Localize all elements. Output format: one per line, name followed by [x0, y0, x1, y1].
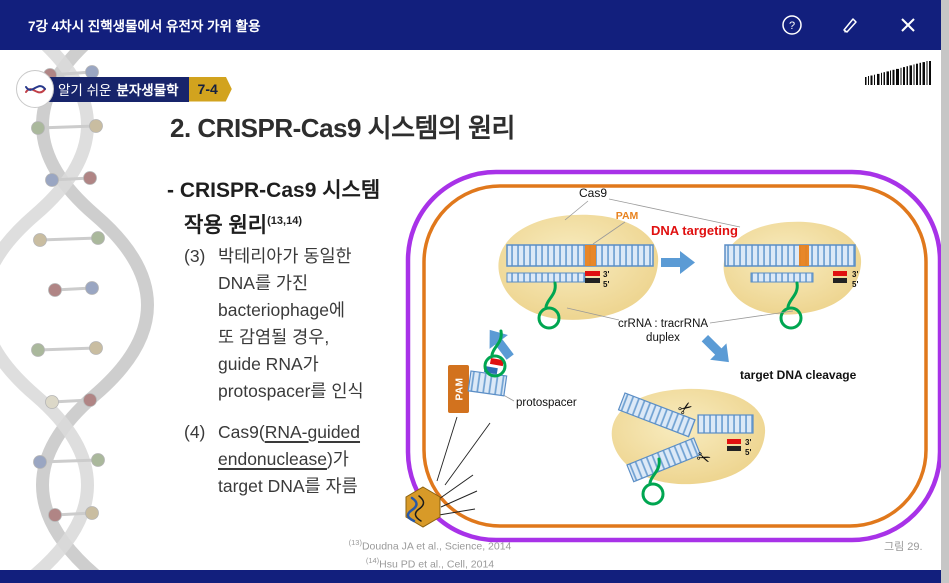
grna-hairpin: [483, 329, 507, 378]
item3-marker: (3): [184, 246, 206, 266]
subsection-title: - CRISPR-Cas9 시스템 작용 원리(13,14): [167, 176, 380, 241]
item3-line: bacteriophage에: [218, 300, 346, 320]
dna-logo-icon: [16, 70, 54, 108]
slide-canvas: 알기 쉬운 분자생물학 7-4 2. CRISPR-Cas9 시스템의: [0, 50, 941, 570]
footnote-ref: (14): [365, 555, 380, 565]
five-prime-label: 5': [603, 280, 609, 289]
five-prime-label: 5': [852, 280, 858, 289]
logo-brand: 분자생물학: [116, 83, 179, 98]
logo-text: 알기 쉬운 분자생물학: [42, 76, 189, 102]
course-logo: 알기 쉬운 분자생물학 7-4: [16, 70, 232, 108]
three-prime-label: 3': [745, 438, 751, 447]
bottom-bar: [0, 570, 941, 583]
footnote-text: Doudna JA et al., Science, 2014: [361, 540, 512, 553]
subsection-title-line1: - CRISPR-Cas9 시스템: [167, 179, 381, 202]
logo-lecture-number: 7-4: [188, 76, 232, 102]
protospacer-label: protospacer: [516, 397, 577, 409]
title-bar: 7강 4차시 진핵생물에서 유전자 가위 활용 ?: [0, 0, 941, 50]
item3-line: protospacer를 인식: [218, 381, 364, 401]
logo-prefix: 알기 쉬운: [58, 83, 112, 98]
barcode-decoration: [865, 61, 931, 85]
subsection-reference: (13,14): [267, 215, 302, 227]
crispr-diagram: 3' 5' 3' 5': [405, 169, 941, 543]
cas9-protein-1: 3' 5': [498, 214, 659, 330]
body-item-4: (4) Cas9(RNA-guided endonuclease)가 targe…: [184, 419, 360, 500]
target-dna-duplex: [506, 244, 654, 267]
cas9-protein-2: 3' 5': [723, 221, 862, 330]
bacteriophage-icon: [405, 416, 491, 528]
crrna-tracrrna-label: crRNA : tracrRNA: [618, 318, 708, 330]
pen-edit-icon[interactable]: [839, 14, 861, 36]
three-prime-label: 3': [603, 270, 609, 279]
item4-underlined-text: endonuclease: [218, 449, 327, 469]
arrow-down-right-icon: [696, 330, 738, 371]
body-item-3: (3) 박테리아가 동일한 DNA를 가진 bacteriophage에 또 감…: [184, 243, 364, 405]
cell-wall-orange: [422, 184, 928, 528]
item3-line: 또 감염될 경우,: [218, 327, 330, 347]
dna-helix-decoration: [0, 50, 154, 570]
item3-line: DNA를 가진: [218, 273, 309, 293]
footnotes: (13)Doudna JA et al., Science, 2014 (14)…: [320, 536, 540, 570]
target-dna-cleavage-label: target DNA cleavage: [740, 368, 857, 382]
pam-label: PAM: [616, 210, 639, 222]
subsection-title-line2: 작용 원리: [184, 214, 268, 237]
titlebar-actions: ?: [781, 14, 919, 36]
item4-text: )가: [326, 449, 349, 469]
item4-underlined-text: RNA-guided: [264, 422, 361, 442]
cas9-label: Cas9: [579, 186, 607, 200]
close-icon[interactable]: [897, 14, 919, 36]
footnote-text: Hsu PD et al., Cell, 2014: [379, 558, 495, 570]
figure-caption: 그림 29.: [884, 541, 923, 553]
scissors-icon: ✂: [694, 447, 714, 470]
item4-line: target DNA를 자름: [218, 476, 358, 496]
help-icon[interactable]: ?: [781, 14, 803, 36]
grna-hairpin: [641, 457, 665, 506]
item4-marker: (4): [184, 422, 206, 442]
window-title: 7강 4차시 진핵생물에서 유전자 가위 활용: [28, 19, 261, 34]
slide-title: 2. CRISPR-Cas9 시스템의 원리: [170, 113, 515, 143]
arrow-right-icon: [661, 251, 695, 274]
grna-hairpin: [779, 281, 803, 330]
protospacer-complex: PAM: [448, 329, 508, 413]
item4-text: Cas9(: [218, 422, 265, 442]
five-prime-label: 5': [745, 448, 751, 457]
pam-site: [799, 245, 809, 266]
cell-membrane-purple: [405, 169, 941, 543]
grna-hairpin: [537, 281, 561, 330]
pam-vertical-label: PAM: [455, 378, 466, 401]
duplex-label: duplex: [646, 332, 680, 344]
dna-targeting-label: DNA targeting: [651, 223, 738, 238]
svg-text:?: ?: [789, 20, 795, 32]
item3-line: guide RNA가: [218, 354, 319, 374]
pam-site: [585, 245, 596, 266]
footnote-ref: (13): [348, 538, 362, 547]
item3-line: 박테리아가 동일한: [218, 246, 352, 266]
three-prime-label: 3': [852, 270, 858, 279]
cas9-protein-3-cleavage: 3' 5' ✂ ✂: [611, 388, 766, 506]
